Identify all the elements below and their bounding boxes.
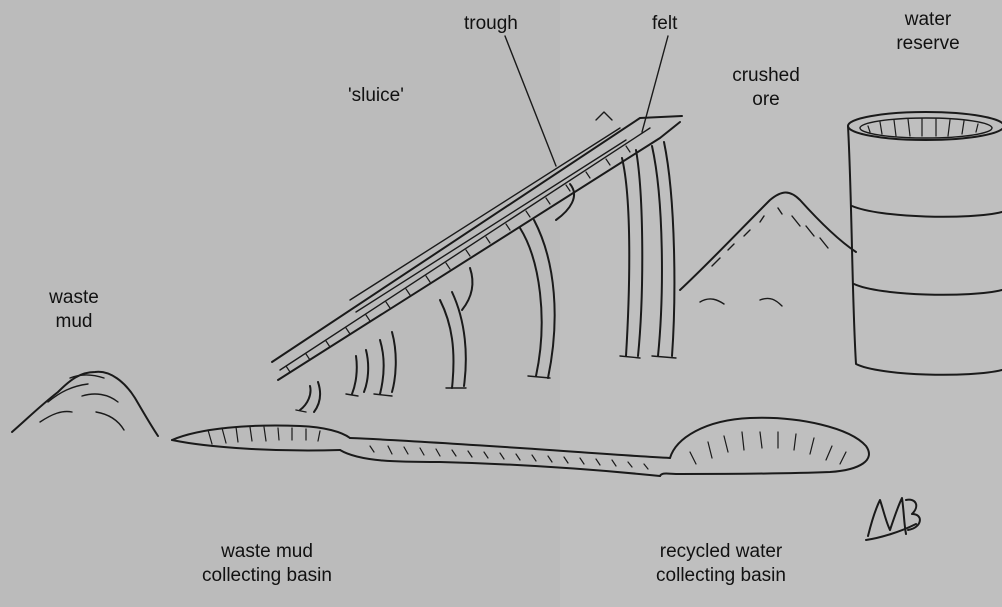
recycled-water-basin-label-line1: recycled water xyxy=(640,540,802,564)
waste-mud-basin-label-line2: collecting basin xyxy=(182,564,352,588)
water-reserve-label-line1: water xyxy=(892,8,964,32)
crushed-ore-label-line2: ore xyxy=(726,88,806,112)
sluice-label: 'sluice' xyxy=(348,84,404,108)
waste-mud-label-line2: mud xyxy=(40,310,108,334)
trough-label: trough xyxy=(464,12,518,36)
waste-mud-basin-label: waste mud collecting basin xyxy=(182,540,352,588)
crushed-ore-label-line1: crushed xyxy=(726,64,806,88)
waste-mud-label: waste mud xyxy=(40,286,108,334)
recycled-water-basin-label: recycled water collecting basin xyxy=(640,540,802,588)
crushed-ore-label: crushed ore xyxy=(726,64,806,112)
water-reserve-label-line2: reserve xyxy=(892,32,964,56)
waste-mud-basin-label-line1: waste mud xyxy=(182,540,352,564)
waste-mud-label-line1: waste xyxy=(40,286,108,310)
water-reserve-label: water reserve xyxy=(892,8,964,56)
felt-label: felt xyxy=(652,12,677,36)
recycled-water-basin-label-line2: collecting basin xyxy=(640,564,802,588)
